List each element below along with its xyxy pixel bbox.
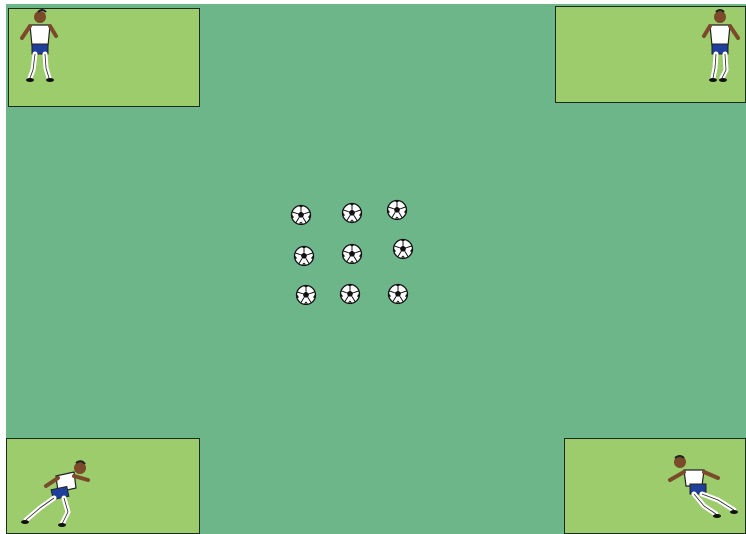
soccer-ball-icon bbox=[295, 284, 317, 306]
player-top-right bbox=[700, 8, 744, 84]
soccer-ball-icon bbox=[386, 199, 408, 221]
player-top-left bbox=[18, 8, 62, 84]
soccer-ball-icon bbox=[293, 245, 315, 267]
soccer-ball-icon bbox=[392, 238, 414, 260]
player-bottom-left bbox=[18, 458, 98, 528]
soccer-ball-icon bbox=[339, 283, 361, 305]
soccer-ball-icon bbox=[290, 204, 312, 226]
soccer-ball-icon bbox=[341, 243, 363, 265]
player-bottom-right bbox=[660, 452, 740, 522]
soccer-ball-icon bbox=[341, 202, 363, 224]
soccer-ball-icon bbox=[387, 283, 409, 305]
